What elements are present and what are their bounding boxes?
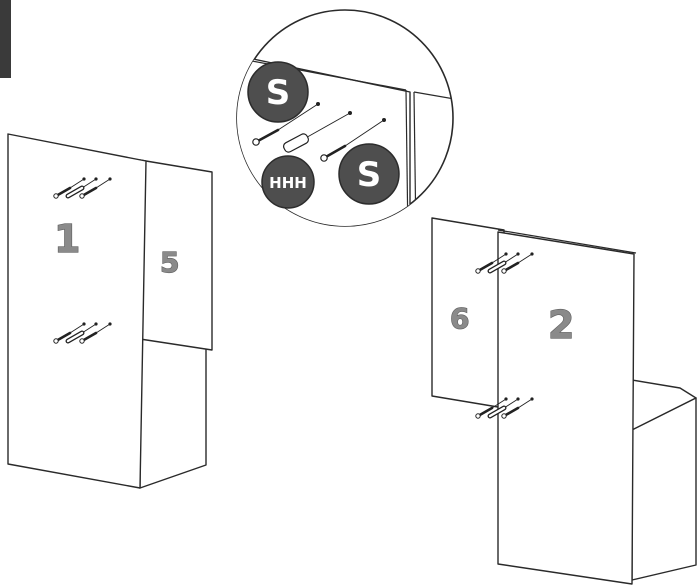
panel-1	[7, 133, 147, 489]
screw-set-lower-left	[53, 322, 112, 344]
left-assembly: 1 5	[7, 133, 213, 489]
fastener-dowel	[487, 397, 520, 419]
right-cabinet-front	[631, 397, 697, 581]
detail-screw-1	[252, 102, 320, 146]
fastener-screw	[475, 397, 508, 419]
fastener-screw	[53, 322, 86, 344]
screw-set-upper-left	[53, 177, 112, 199]
badge-dowel: HHH	[261, 155, 315, 209]
badge-screw-right: S	[338, 143, 400, 205]
panel-5-label: 5	[160, 246, 179, 279]
detail-dowel	[282, 111, 352, 153]
fastener-screw	[53, 177, 86, 199]
panel-6-label: 6	[450, 302, 469, 335]
corner-tab	[0, 0, 11, 78]
fastener-screw	[475, 252, 508, 274]
panel-2-label: 2	[548, 303, 574, 347]
right-assembly: 2 6	[431, 217, 697, 585]
panel-2-top-edge	[497, 229, 637, 254]
panel-1-label: 1	[54, 217, 80, 261]
screw-set-upper-right	[475, 252, 534, 274]
panel-2	[497, 231, 635, 585]
badge-screw-top: S	[247, 61, 309, 123]
badge-screw-top-label: S	[266, 73, 291, 113]
badge-dowel-label: HHH	[269, 174, 307, 192]
detail-callout: S HHH S	[236, 9, 454, 227]
fastener-dowel	[65, 177, 98, 199]
fastener-screw	[79, 322, 112, 344]
detail-screw-2	[320, 118, 386, 162]
fastener-screw	[501, 397, 534, 419]
fastener-screw	[79, 177, 112, 199]
left-cabinet-body	[139, 336, 207, 489]
fastener-dowel	[487, 252, 520, 274]
fastener-screw	[501, 252, 534, 274]
screw-set-lower-right	[475, 397, 534, 419]
badge-screw-right-label: S	[357, 155, 382, 195]
fastener-dowel	[65, 322, 98, 344]
